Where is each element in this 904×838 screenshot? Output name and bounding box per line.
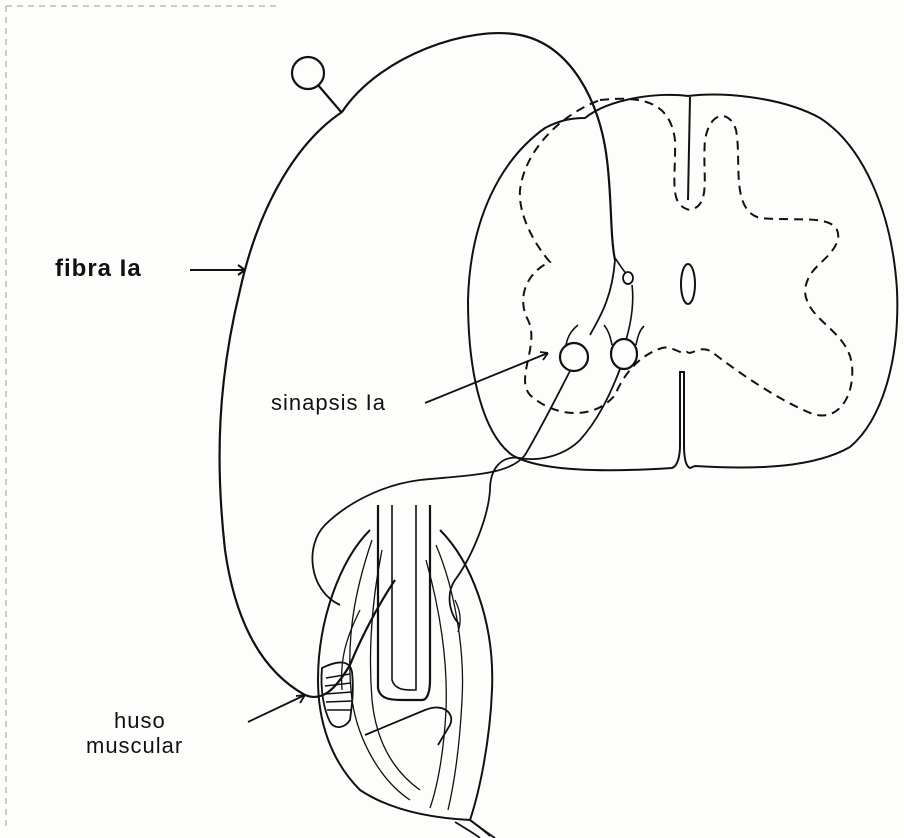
label-huso-line1: huso	[86, 708, 183, 733]
interneuron-small	[623, 272, 633, 284]
muscle-belly	[318, 530, 492, 836]
huso-arrow	[248, 695, 305, 722]
label-fibra-ia: fibra Ia	[55, 255, 142, 283]
afferent-entry	[590, 260, 615, 335]
ganglion-cell-body	[292, 57, 324, 89]
ia-fiber-outline	[220, 33, 615, 697]
motoneuron-left	[560, 343, 588, 371]
label-huso-line2: muscular	[86, 733, 183, 758]
muscle-fibers	[342, 540, 463, 810]
motoneuron-right	[611, 339, 637, 369]
grey-matter-outline	[520, 99, 852, 416]
scan-border	[6, 6, 280, 830]
dorsal-median-septum	[688, 97, 690, 200]
interneuron-axon	[615, 258, 633, 340]
label-huso-muscular: huso muscular	[86, 708, 183, 759]
tendon-ending	[365, 708, 451, 745]
muscle-spindle	[321, 662, 352, 727]
muscle-tendon	[378, 505, 430, 700]
label-sinapsis-ia: sinapsis Ia	[271, 390, 386, 415]
ganglion-stalk	[318, 85, 342, 113]
central-canal	[681, 264, 695, 304]
muscle-tendon-inner	[392, 505, 416, 690]
